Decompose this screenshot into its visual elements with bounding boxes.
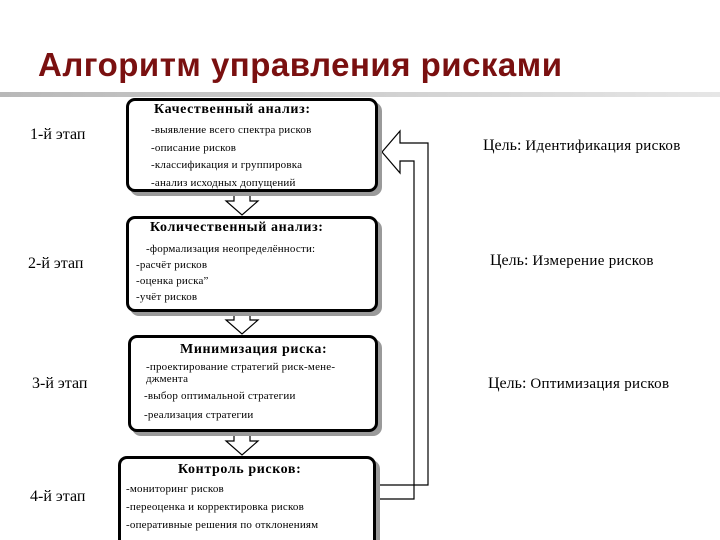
goal-label: Цель: — [483, 137, 522, 154]
stage-box-2 — [126, 216, 378, 312]
stage-item: -выявление всего спектра рисков — [151, 124, 312, 136]
stage-item: -оценка риска” — [136, 275, 209, 287]
feedback-loop-arrow — [377, 129, 429, 500]
stage-item: -реализация стратегии — [144, 409, 254, 421]
down-arrow-3 — [224, 432, 260, 456]
stage-item: -проектирование стратегий риск-мене- — [146, 361, 336, 373]
goal-value: Измерение рисков — [532, 253, 654, 269]
goal-value: Идентификация рисков — [525, 138, 681, 154]
stage-item: -оперативные решения по отклонениям — [126, 519, 319, 531]
stage-item: джмента — [146, 373, 189, 385]
stage-heading-1: Качественный анализ: — [154, 102, 311, 117]
stage-heading-2: Количественный анализ: — [150, 220, 324, 235]
stage-goal-3: Цель: Оптимизация рисков — [488, 375, 669, 393]
stage-heading-4: Контроль рисков: — [178, 462, 302, 477]
stage-goal-1: Цель: Идентификация рисков — [483, 137, 681, 155]
down-arrow-2 — [224, 311, 260, 335]
goal-value: Оптимизация рисков — [530, 376, 670, 392]
stage-item: -анализ исходных допущений — [151, 177, 296, 189]
stage-box-3 — [128, 335, 378, 432]
stage-item: -классификация и группировка — [151, 159, 303, 171]
stage-item: -мониторинг рисков — [126, 483, 224, 495]
slide-title: Алгоритм управления рисками — [38, 46, 563, 83]
stage-item: -переоценка и корректировка рисков — [126, 501, 305, 513]
stage-item: -расчёт рисков — [136, 259, 208, 271]
stage-label-2: 2-й этап — [28, 255, 84, 272]
stage-box-4 — [118, 456, 376, 540]
stage-goal-2: Цель: Измерение рисков — [490, 252, 654, 270]
stage-heading-3: Минимизация риска: — [180, 342, 328, 357]
stage-item: -формализация неопределённости: — [146, 243, 316, 255]
stage-label-1: 1-й этап — [30, 126, 86, 143]
goal-label: Цель: — [490, 252, 529, 269]
stage-item: -выбор оптимальной стратегии — [144, 390, 296, 402]
goal-label: Цель: — [488, 375, 527, 392]
down-arrow-1 — [224, 192, 260, 216]
title-underline — [0, 92, 720, 97]
stage-item: -учёт рисков — [136, 291, 198, 303]
stage-label-3: 3-й этап — [32, 375, 88, 392]
stage-label-4: 4-й этап — [30, 488, 86, 505]
stage-box-1 — [126, 98, 378, 192]
stage-item: -описание рисков — [151, 142, 237, 154]
